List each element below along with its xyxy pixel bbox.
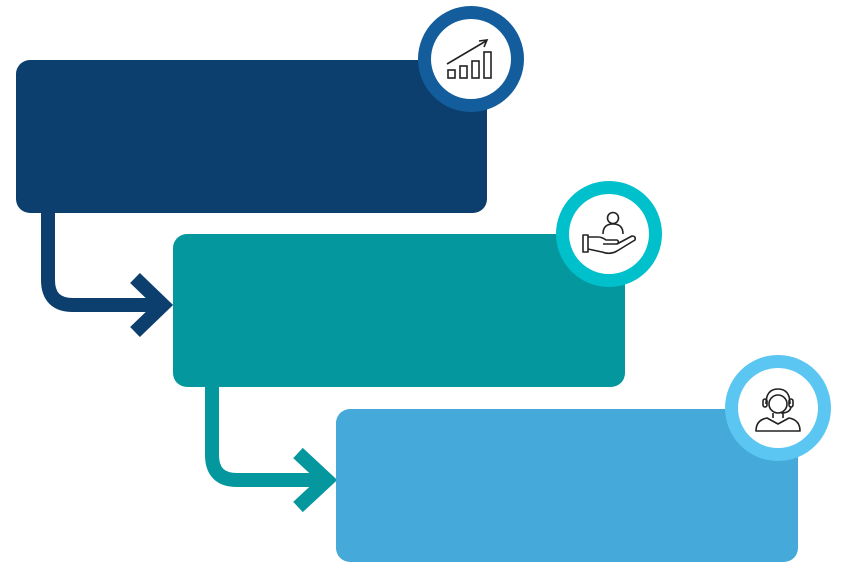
customer-support-headset-icon bbox=[755, 388, 801, 432]
connector-arrow-1-to-2 bbox=[41, 210, 174, 338]
step-3-box bbox=[336, 409, 798, 562]
step-1-box bbox=[16, 60, 487, 213]
step-3-badge bbox=[725, 355, 831, 461]
connector-arrow-2-to-3 bbox=[205, 385, 338, 513]
step-2-badge bbox=[556, 181, 662, 287]
step-1-badge bbox=[418, 6, 524, 112]
step-2-box bbox=[173, 234, 625, 387]
hand-holding-person-icon bbox=[582, 211, 636, 255]
growth-chart-icon bbox=[446, 39, 492, 79]
